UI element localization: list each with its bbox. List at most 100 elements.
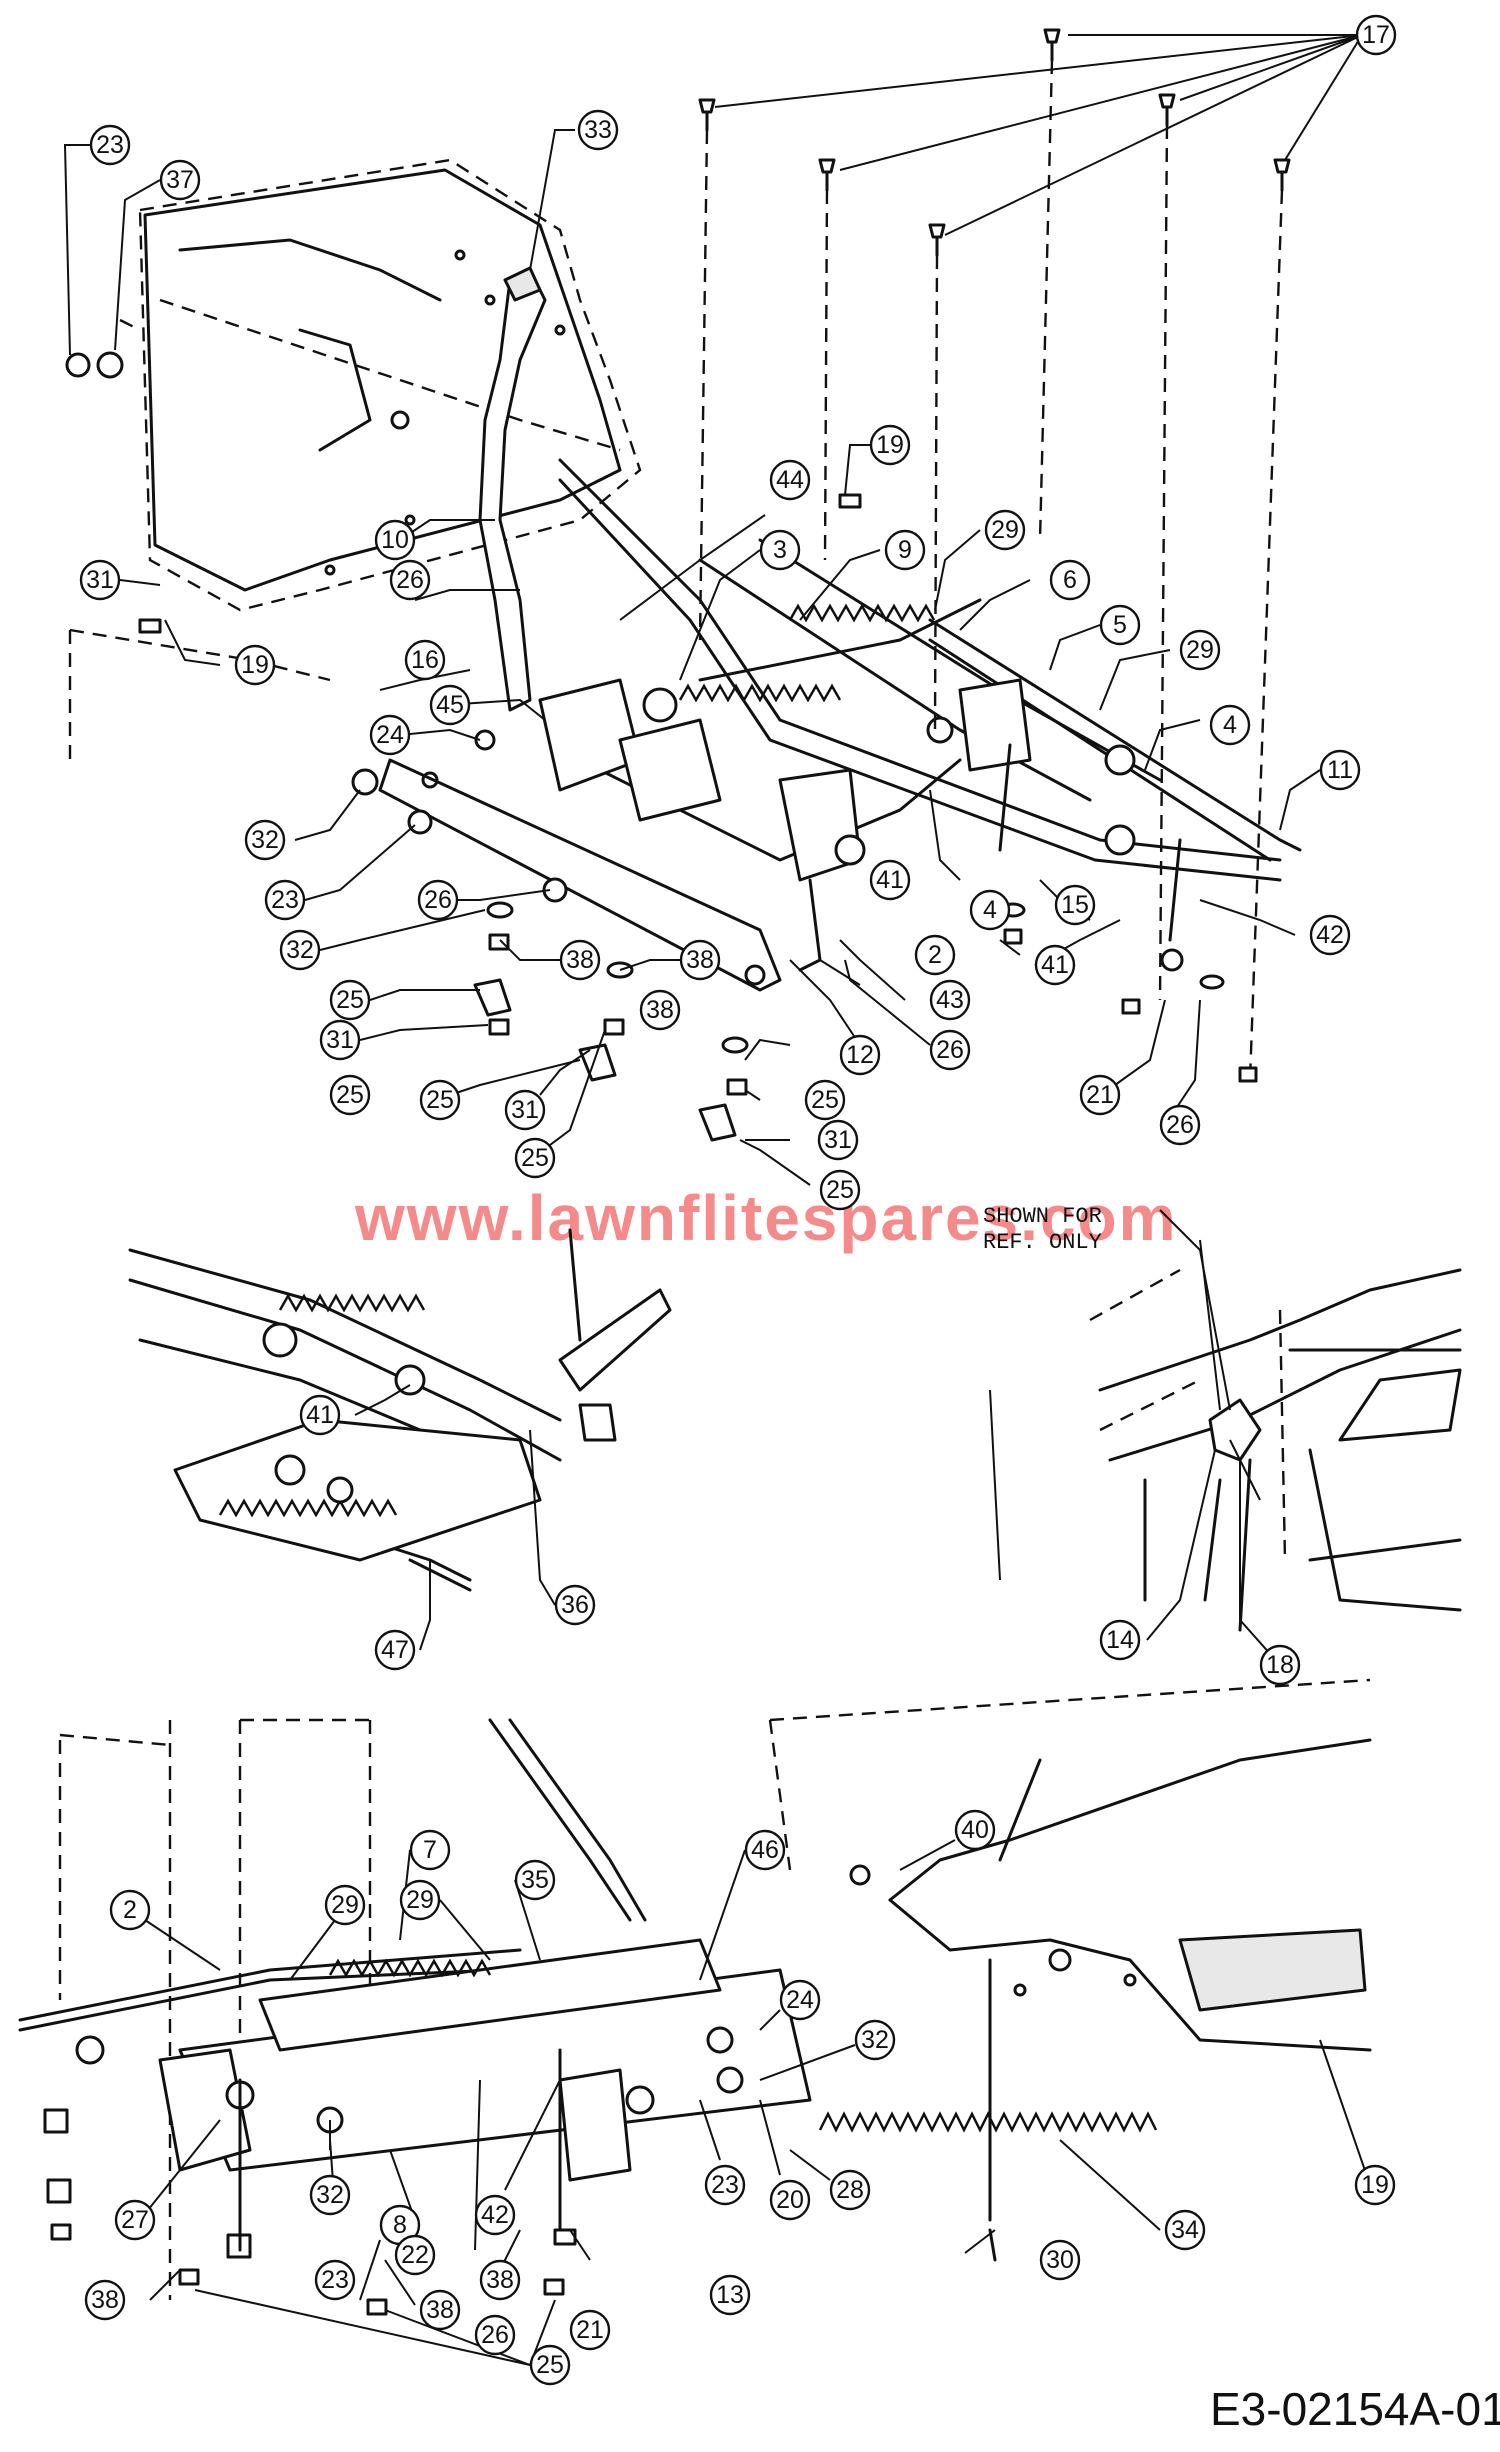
- body-panel: [138, 158, 642, 612]
- callout-31: 31: [817, 1119, 859, 1161]
- callout-26: 26: [417, 879, 459, 921]
- svg-text:31: 31: [86, 566, 114, 594]
- callout-19: 19: [1354, 2164, 1396, 2206]
- callout-18: 18: [1259, 1644, 1301, 1686]
- svg-text:23: 23: [96, 131, 124, 159]
- callout-31: 31: [504, 1089, 546, 1131]
- callout-31: 31: [319, 1019, 361, 1061]
- callout-25: 25: [419, 1079, 461, 1121]
- callout-12: 12: [839, 1034, 881, 1076]
- svg-text:31: 31: [824, 1126, 852, 1154]
- svg-text:29: 29: [406, 1886, 434, 1914]
- svg-text:21: 21: [1086, 1081, 1114, 1109]
- callout-23: 23: [704, 2164, 746, 2206]
- middle-left-detail: [128, 1228, 672, 1592]
- spring-bottom-2: [818, 2111, 1158, 2133]
- callout-38: 38: [419, 2289, 461, 2331]
- callout-14: 14: [1099, 1619, 1141, 1661]
- svg-text:47: 47: [381, 1636, 409, 1664]
- bottom-assembly: [18, 1678, 1372, 2366]
- callout-26: 26: [389, 559, 431, 601]
- callout-32: 32: [244, 819, 286, 861]
- svg-text:32: 32: [286, 936, 314, 964]
- svg-text:19: 19: [241, 651, 269, 679]
- callout-42: 42: [474, 2194, 516, 2236]
- reference-note-line2: REF. ONLY: [983, 1230, 1102, 1255]
- callout-29: 29: [324, 1884, 366, 1926]
- svg-text:25: 25: [426, 1086, 454, 1114]
- svg-text:26: 26: [424, 886, 452, 914]
- callout-20: 20: [769, 2179, 811, 2221]
- svg-text:9: 9: [898, 536, 912, 564]
- callout-2: 2: [109, 1889, 151, 1931]
- svg-text:29: 29: [1186, 636, 1214, 664]
- svg-text:45: 45: [436, 691, 464, 719]
- callout-17: 17: [1355, 14, 1397, 56]
- callout-38: 38: [679, 939, 721, 981]
- spring-top-1: [788, 603, 936, 623]
- callout-29: 29: [1179, 629, 1221, 671]
- callout-21: 21: [569, 2309, 611, 2351]
- callout-26: 26: [1159, 1104, 1201, 1146]
- svg-text:29: 29: [331, 1891, 359, 1919]
- svg-text:14: 14: [1106, 1626, 1134, 1654]
- svg-text:24: 24: [786, 1986, 814, 2014]
- callout-40: 40: [954, 1809, 996, 1851]
- svg-text:26: 26: [936, 1036, 964, 1064]
- svg-text:41: 41: [876, 866, 904, 894]
- svg-text:24: 24: [376, 721, 404, 749]
- svg-text:38: 38: [486, 2266, 514, 2294]
- svg-text:46: 46: [751, 1836, 779, 1864]
- svg-text:32: 32: [251, 826, 279, 854]
- svg-text:42: 42: [481, 2201, 509, 2229]
- callout-25: 25: [514, 1137, 556, 1179]
- callout-23: 23: [89, 124, 131, 166]
- middle-right-detail: [1089, 1268, 1462, 1632]
- callout-42: 42: [1309, 914, 1351, 956]
- top-assembly: [65, 28, 1363, 1142]
- svg-text:38: 38: [646, 996, 674, 1024]
- callout-4: 4: [969, 889, 1011, 931]
- callout-33: 33: [577, 109, 619, 151]
- callout-38: 38: [479, 2259, 521, 2301]
- callout-25: 25: [529, 2344, 571, 2386]
- spring-middle-2: [218, 1498, 398, 1518]
- svg-text:28: 28: [836, 2176, 864, 2204]
- body-panel-inner: [143, 168, 622, 592]
- svg-text:18: 18: [1266, 1651, 1294, 1679]
- svg-text:10: 10: [381, 526, 409, 554]
- callout-23: 23: [264, 879, 306, 921]
- callout-balloons: 17 23 37 33 19 44 9 29 6 5 29 3 10 31 26…: [79, 14, 1397, 2386]
- frame-bar: [378, 758, 782, 992]
- callout-25: 25: [804, 1079, 846, 1121]
- callout-46: 46: [744, 1829, 786, 1871]
- callout-35: 35: [514, 1859, 556, 1901]
- callout-38: 38: [639, 989, 681, 1031]
- callout-38: 38: [84, 2279, 126, 2321]
- callout-31: 31: [79, 559, 121, 601]
- svg-text:19: 19: [1361, 2171, 1389, 2199]
- callout-37: 37: [159, 159, 201, 201]
- svg-text:23: 23: [321, 2266, 349, 2294]
- svg-text:21: 21: [576, 2316, 604, 2344]
- svg-text:16: 16: [411, 646, 439, 674]
- svg-text:31: 31: [511, 1096, 539, 1124]
- callout-9: 9: [884, 529, 926, 571]
- callout-26: 26: [929, 1029, 971, 1071]
- callout-15: 15: [1054, 884, 1096, 926]
- svg-text:8: 8: [393, 2211, 407, 2239]
- svg-text:25: 25: [811, 1086, 839, 1114]
- svg-text:11: 11: [1327, 756, 1353, 784]
- bolt-set: [698, 28, 1291, 257]
- lift-frame: [558, 458, 1282, 862]
- callout-47: 47: [374, 1629, 416, 1671]
- svg-text:12: 12: [846, 1041, 874, 1069]
- svg-text:2: 2: [123, 1896, 137, 1924]
- svg-text:25: 25: [826, 1176, 854, 1204]
- svg-text:29: 29: [991, 516, 1019, 544]
- svg-text:31: 31: [326, 1026, 354, 1054]
- callout-23: 23: [314, 2259, 356, 2301]
- svg-text:13: 13: [716, 2281, 744, 2309]
- svg-text:7: 7: [423, 1836, 437, 1864]
